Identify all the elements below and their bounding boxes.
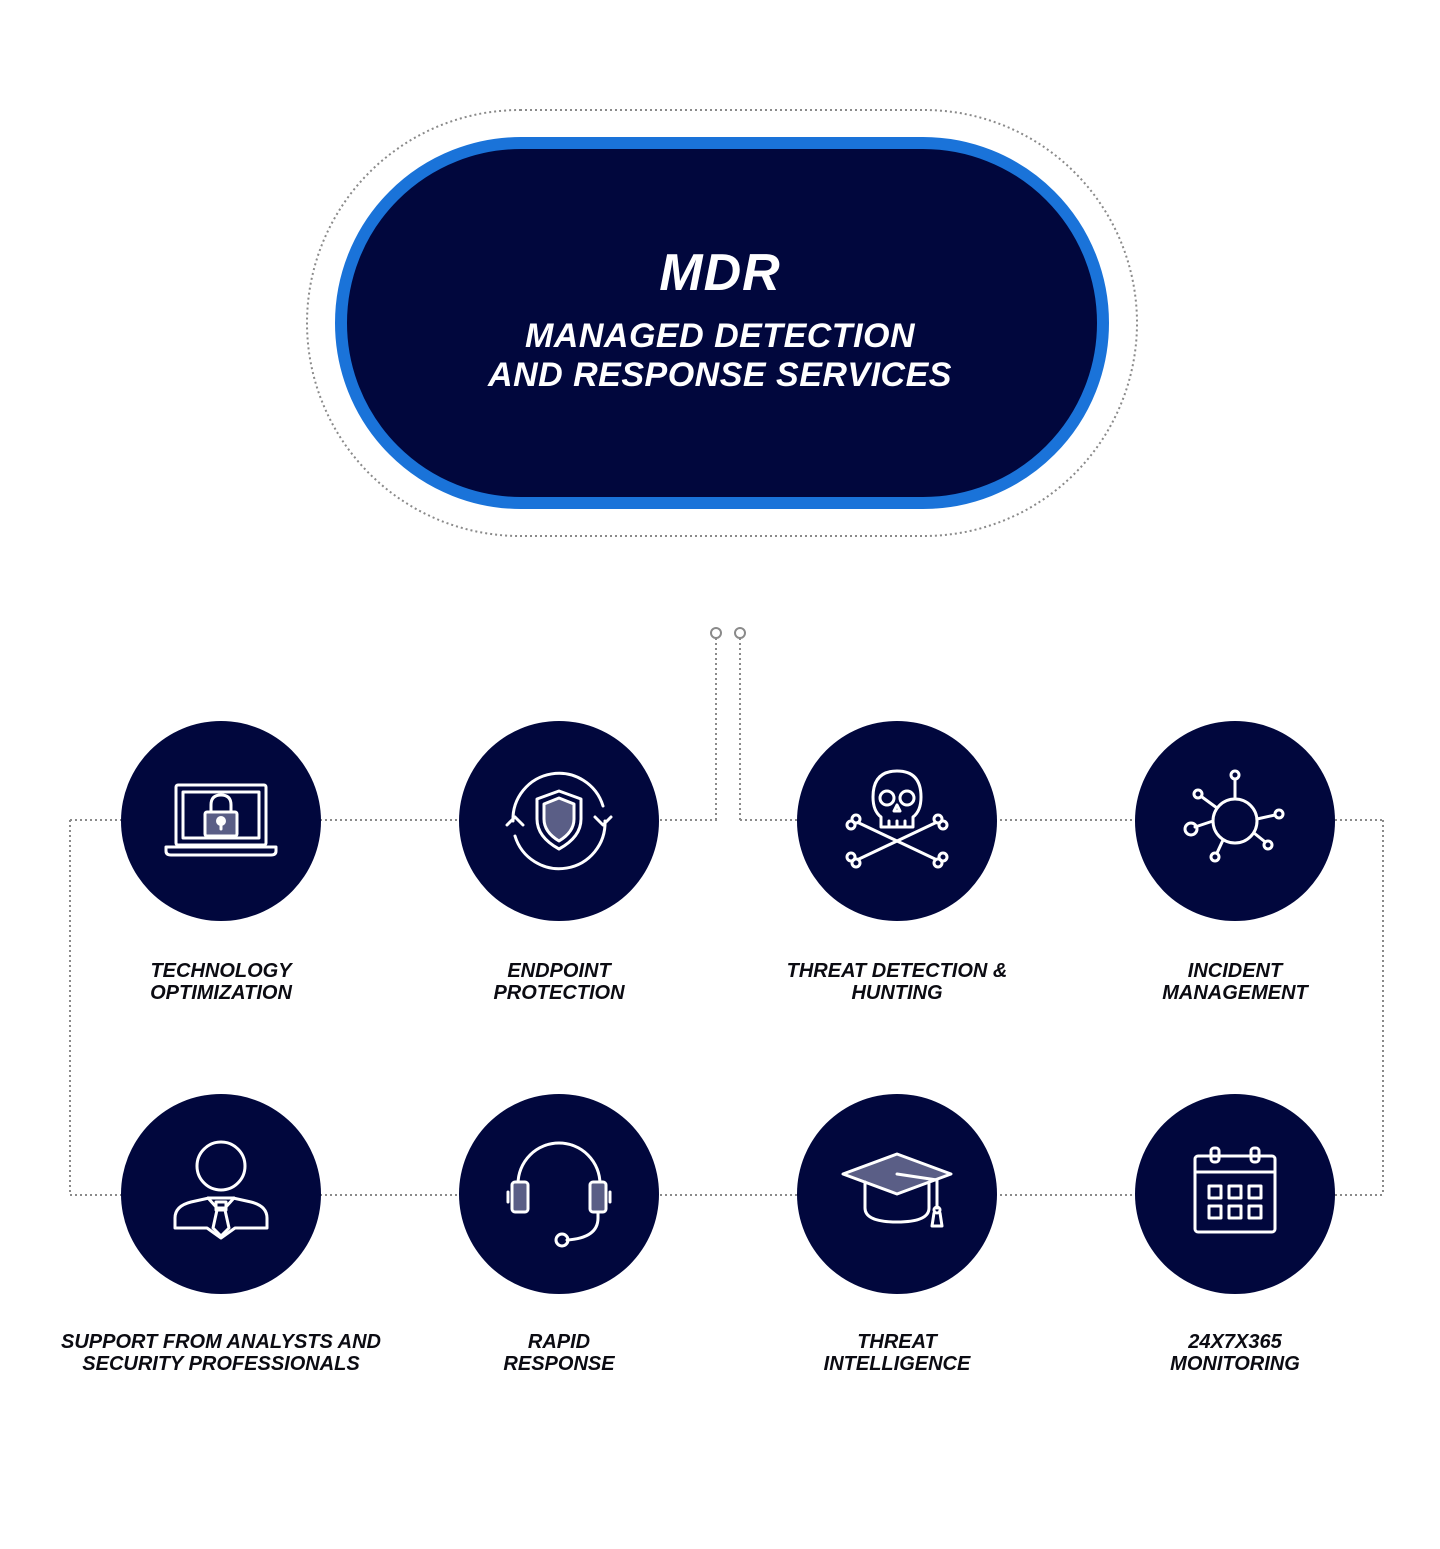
- node-threat-detection: [797, 721, 997, 921]
- hero-subtitle-line-2: AND RESPONSE SERVICES: [488, 356, 952, 394]
- label-threat-intelligence: THREAT INTELLIGENCE: [823, 1331, 971, 1375]
- calendar-icon: [1193, 1146, 1277, 1234]
- node-rapid-response: [459, 1094, 659, 1294]
- label-analyst-support: SUPPORT FROM ANALYSTS AND SECURITY PROFE…: [60, 1331, 381, 1375]
- node-threat-intelligence: [797, 1094, 997, 1294]
- node-analyst-support: [121, 1094, 321, 1294]
- person-tie-icon: [173, 1140, 269, 1240]
- connector-terminal-left: [710, 627, 722, 639]
- connector-terminal-right: [734, 627, 746, 639]
- node-incident-management: [1135, 721, 1335, 921]
- label-monitoring: 24X7X365 MONITORING: [1170, 1331, 1300, 1375]
- hero-pill: [335, 137, 1109, 509]
- hero-gap-mask: [717, 810, 739, 830]
- laptop-lock-icon: [164, 783, 278, 857]
- skull-crossbones-icon: [845, 769, 949, 869]
- graduation-cap-icon: [841, 1152, 953, 1228]
- network-hub-icon: [1183, 769, 1285, 863]
- outer-dotted-ring: [306, 109, 1138, 537]
- label-threat-detection: THREAT DETECTION & HUNTING: [786, 960, 1008, 1004]
- node-endpoint-protection: [459, 721, 659, 921]
- node-technology-optimization: [121, 721, 321, 921]
- node-monitoring: [1135, 1094, 1335, 1294]
- hero-title: MDR: [659, 244, 781, 302]
- shield-cycle-icon: [505, 771, 613, 871]
- label-incident-management: INCIDENT MANAGEMENT: [1162, 960, 1308, 1004]
- label-endpoint-protection: ENDPOINT PROTECTION: [493, 960, 625, 1004]
- label-rapid-response: RAPID RESPONSE: [503, 1331, 615, 1375]
- headset-icon: [506, 1141, 612, 1248]
- hero-subtitle-line-1: MANAGED DETECTION: [524, 317, 916, 355]
- label-technology-optimization: TECHNOLOGY OPTIMIZATION: [150, 960, 292, 1004]
